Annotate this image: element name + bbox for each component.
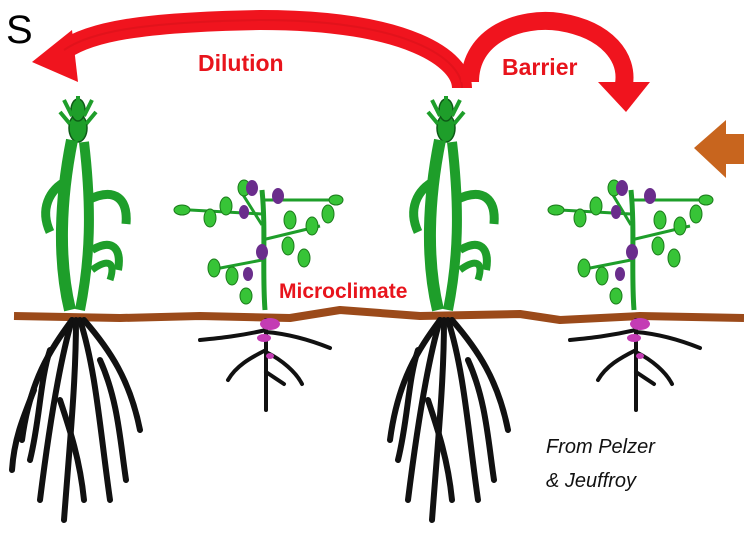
legume-plant-right [548, 180, 713, 310]
cereal-roots-left [12, 320, 140, 520]
microclimate-label: Microclimate [279, 280, 407, 304]
side-arrow [694, 120, 744, 178]
credit-line-1: From Pelzer [546, 430, 655, 464]
credit-line-2: & Jeuffroy [546, 464, 655, 498]
source-credit: From Pelzer & Jeuffroy [546, 430, 655, 498]
barrier-label: Barrier [502, 54, 577, 81]
legume-roots-right [570, 320, 700, 410]
cereal-plant-right [414, 96, 495, 310]
cereal-plant-left [46, 96, 127, 310]
soil-line [14, 310, 744, 320]
dilution-label: Dilution [198, 50, 284, 77]
panel-letter: S [6, 8, 33, 53]
cereal-roots-right [390, 320, 508, 520]
legume-roots-left [200, 320, 330, 410]
